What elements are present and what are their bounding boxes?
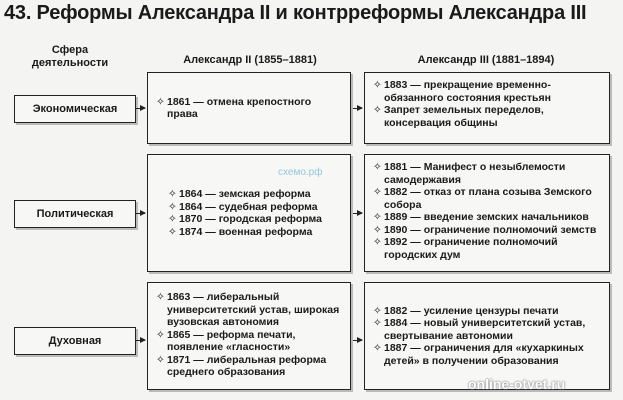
list-item: ✧1884 — новый университетский устав, све… xyxy=(373,317,586,342)
arrow-economic-right xyxy=(353,105,363,111)
row-label-spiritual: Духовная xyxy=(14,327,136,355)
column-header-sphere: Сфера деятельности xyxy=(31,44,109,69)
list-item: ✧Запрет земельных переделов, консервация… xyxy=(373,104,544,129)
row-label-economic: Экономическая xyxy=(14,95,136,123)
column-header-alexander-2: Александр II (1855–1881) xyxy=(183,54,317,66)
watermark-middle: схемо.рф xyxy=(278,167,323,178)
arrow-spiritual-right xyxy=(353,337,363,343)
arrow-political-left xyxy=(136,210,146,216)
list-item: ✧1863 — либеральный университетский уста… xyxy=(156,291,340,328)
column-header-alexander-3: Александр III (1881–1894) xyxy=(417,54,555,66)
spiritual-alexander-2-box: ✧1863 — либеральный университетский уста… xyxy=(147,282,351,390)
watermark-bottom: online-otvet.ru xyxy=(468,376,566,392)
list-item: ✧1881 — Манифест о незыблемости самодерж… xyxy=(373,161,566,186)
list-item: ✧1890 — ограничение полномочий земств xyxy=(373,223,597,236)
economic-alexander-2-box: ✧1861 — отмена крепостного права xyxy=(147,72,351,144)
list-item: ✧1864 — судебная реформа xyxy=(168,200,318,213)
list-item: ✧1887 — ограничения для «кухаркиных дете… xyxy=(373,342,584,367)
arrow-political-right xyxy=(353,210,363,216)
list-item: ✧1889 — введение земских начальников xyxy=(373,211,589,223)
arrow-spiritual-left xyxy=(136,337,146,343)
list-item: ✧1874 — военная реформа xyxy=(168,225,313,238)
list-item: ✧1865 — реформа печати, появление «гласн… xyxy=(156,328,296,354)
page-title: 43. Реформы Александра II и контрреформы… xyxy=(4,2,587,24)
list-item: ✧1871 — либеральная реформа среднего обр… xyxy=(156,353,327,379)
list-item: ✧1892 — ограничение полномочий городских… xyxy=(373,236,558,261)
economic-alexander-3-box: ✧1883 — прекращение временно-обязанного … xyxy=(364,72,610,144)
spiritual-alexander-3-box: ✧1882 — усиление цензуры печати ✧1884 — … xyxy=(364,282,610,390)
arrow-economic-left xyxy=(136,105,146,111)
political-alexander-2-box: ✧1864 — земская реформа ✧1864 — судебная… xyxy=(147,154,351,272)
list-item: ✧1870 — городская реформа xyxy=(168,213,322,225)
list-item: ✧1861 — отмена крепостного права xyxy=(156,95,312,121)
political-alexander-3-box: ✧1881 — Манифест о незыблемости самодерж… xyxy=(364,154,610,272)
row-label-political: Политическая xyxy=(14,200,136,228)
list-item: ✧1883 — прекращение временно-обязанного … xyxy=(373,79,551,104)
list-item: ✧1864 — земская реформа xyxy=(168,188,311,200)
list-item: ✧1882 — отказ от плана созыва Земского с… xyxy=(373,186,592,211)
list-item: ✧1882 — усиление цензуры печати xyxy=(373,304,559,317)
